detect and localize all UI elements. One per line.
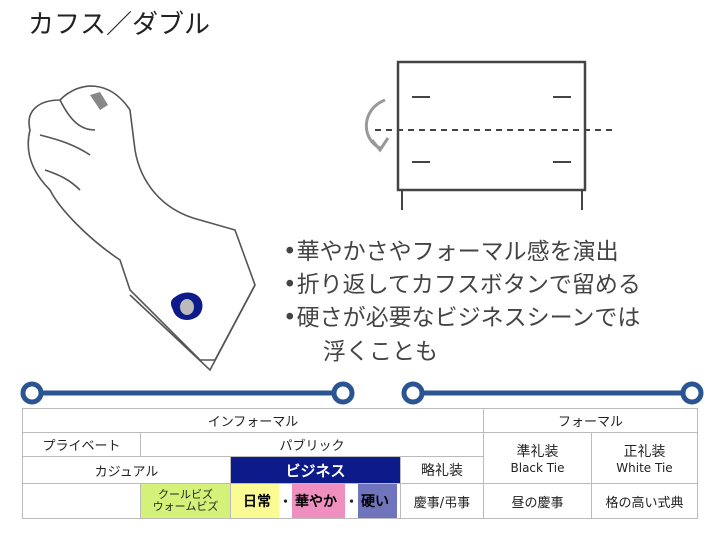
range-lines: [20, 381, 704, 405]
range-end-handle: [680, 381, 704, 405]
coolbiz-cell: クールビズウォームビズ: [140, 483, 231, 519]
semi-casual-cell: 略礼装: [400, 456, 484, 484]
bullet-3-cont: 浮くことも: [323, 339, 438, 365]
ceremony-cell: 慶事/弔事: [400, 483, 484, 519]
gorgeous-tag: 華やか: [292, 484, 346, 518]
daily-tag: 日常: [231, 484, 279, 518]
stiff-tag: 硬い: [358, 484, 398, 518]
informal-header: インフォーマル: [22, 408, 484, 433]
fold-diagram: [364, 60, 612, 210]
private-cell: プライベート: [22, 432, 141, 457]
nail-icon: [90, 92, 108, 110]
page-title: カフス／ダブル: [28, 10, 211, 40]
range-start-handle: [401, 381, 425, 405]
casual-cell: カジュアル: [22, 456, 231, 484]
day-ceremony-cell: 昼の慶事: [483, 483, 592, 519]
illustration: [27, 60, 612, 372]
high-ceremony-cell: 格の高い式典: [591, 483, 698, 519]
bullet-2: •折り返してカフスボタンで留める: [283, 272, 641, 298]
business-cell: ビジネス: [230, 456, 401, 484]
public-cell: パブリック: [140, 432, 484, 457]
range-end-handle: [331, 381, 355, 405]
empty-cell: [22, 483, 141, 519]
range-start-handle: [20, 381, 44, 405]
bullet-1: •華やかさやフォーマル感を演出: [283, 239, 619, 265]
bullet-3: •硬さが必要なビジネスシーンでは: [283, 305, 641, 331]
formal-header: フォーマル: [483, 408, 698, 433]
hand-cuff-illustration: [27, 85, 256, 372]
business-styles-cell: 日常・華やか・硬い: [230, 483, 401, 519]
